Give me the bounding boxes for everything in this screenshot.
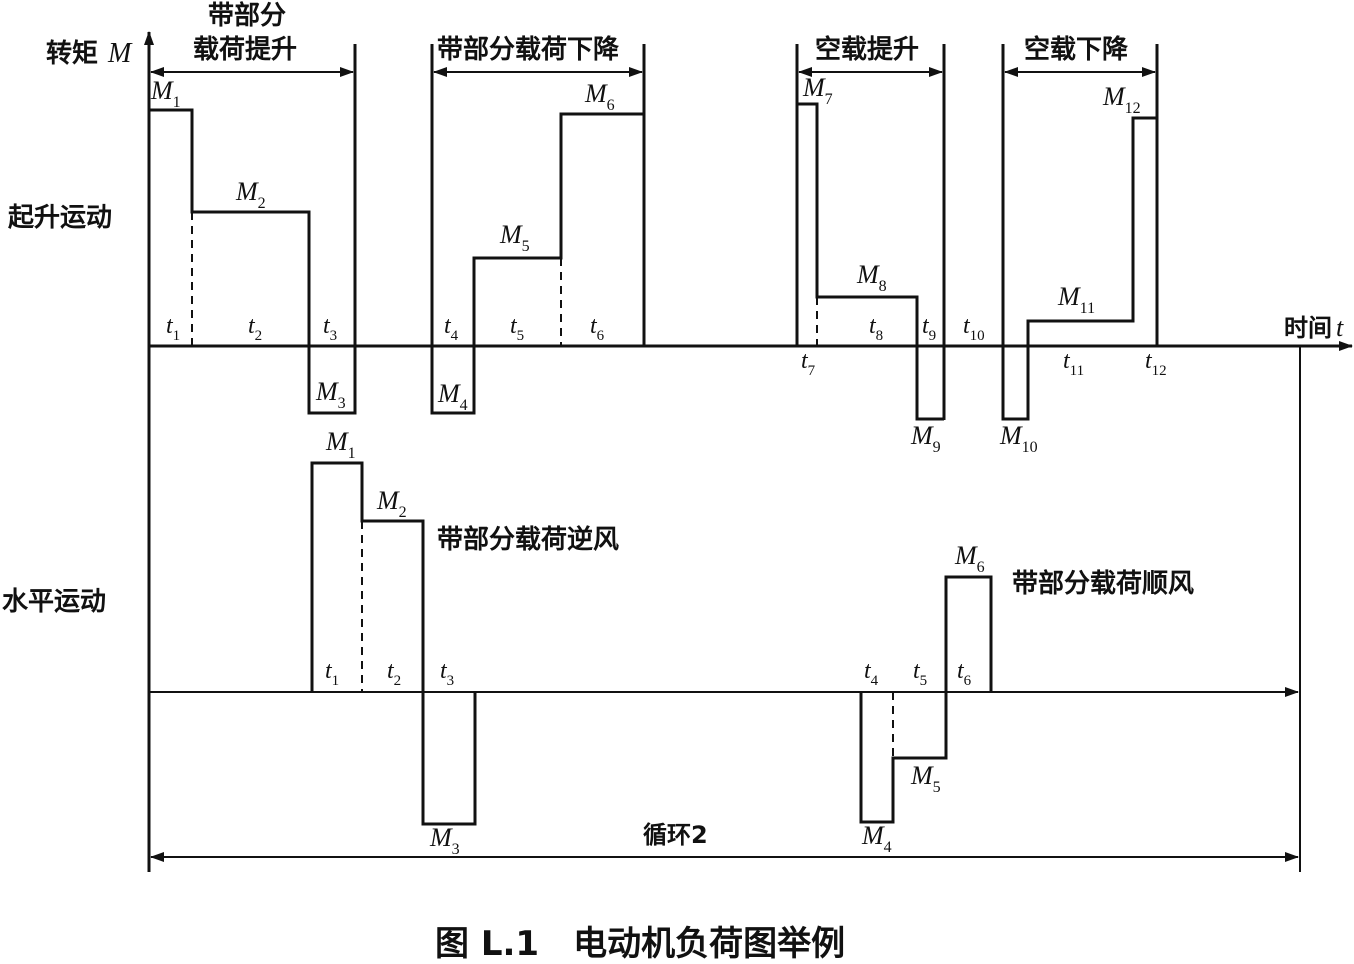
svg-text:M1: M1 (150, 76, 181, 111)
svg-text:M8: M8 (856, 260, 887, 295)
svg-text:t2: t2 (387, 658, 401, 689)
svg-text:M10: M10 (999, 421, 1038, 456)
label-hoist-M1: M1 (150, 76, 181, 111)
svg-text:t8: t8 (869, 313, 883, 344)
label-hoist-t8: t8 (869, 313, 883, 344)
label-horizontal-t5: t5 (913, 658, 927, 689)
note-headwind: 带部分载荷逆风 (437, 524, 619, 555)
label-horizontal-M2: M2 (376, 486, 407, 521)
svg-text:t11: t11 (1063, 348, 1084, 379)
svg-text:t3: t3 (440, 658, 454, 689)
svg-text:M7: M7 (802, 73, 833, 108)
svg-text:M6: M6 (954, 541, 985, 576)
label-horizontal-t2: t2 (387, 658, 401, 689)
section-empty-lower: 空载下降 (1024, 34, 1129, 65)
label-hoist-t12: t12 (1145, 348, 1167, 379)
svg-text:M2: M2 (376, 486, 407, 521)
svg-text:t6: t6 (957, 658, 972, 689)
section-partial-load-lower: 带部分载荷下降 (437, 35, 620, 65)
label-hoist-t3: t3 (323, 313, 337, 344)
y-axis-label-cn: 转矩 (46, 39, 98, 69)
label-hoist-M7: M7 (802, 73, 833, 108)
svg-text:M12: M12 (1102, 82, 1141, 117)
label-hoist-t1: t1 (166, 313, 180, 344)
label-horizontal-t6: t6 (957, 658, 972, 689)
label-hoist-t2: t2 (248, 313, 262, 344)
label-hoist-M11: M11 (1057, 282, 1095, 317)
figure-caption: 图 L.1 电动机负荷图举例 (435, 924, 845, 964)
label-hoist-M8: M8 (856, 260, 887, 295)
svg-text:t9: t9 (922, 313, 936, 344)
svg-text:M1: M1 (325, 427, 356, 462)
svg-text:t7: t7 (801, 348, 816, 379)
horizontal-row-label: 水平运动 (2, 587, 106, 617)
hoist-load-partial-lower (430, 112, 644, 415)
label-hoist-t6: t6 (590, 313, 605, 344)
svg-text:M3: M3 (315, 377, 346, 412)
svg-text:t3: t3 (323, 313, 337, 344)
svg-text:M2: M2 (235, 177, 266, 212)
svg-text:t2: t2 (248, 313, 262, 344)
svg-text:M11: M11 (1057, 282, 1095, 317)
x-axis-label-cn: 时间 (1284, 314, 1332, 342)
label-horizontal-M5: M5 (910, 761, 941, 796)
svg-text:M5: M5 (499, 220, 530, 255)
label-hoist-M9: M9 (910, 421, 941, 456)
label-hoist-M10: M10 (999, 421, 1038, 456)
horizontal-load-tailwind (859, 575, 993, 824)
label-hoist-M12: M12 (1102, 82, 1141, 117)
label-hoist-M3: M3 (315, 377, 346, 412)
label-hoist-M2: M2 (235, 177, 266, 212)
svg-text:t5: t5 (913, 658, 927, 689)
y-axis-label-var: M (107, 38, 133, 69)
label-horizontal-M6: M6 (954, 541, 985, 576)
label-horizontal-M4: M4 (861, 821, 892, 856)
note-tailwind: 带部分载荷顺风 (1012, 569, 1194, 599)
svg-text:M3: M3 (429, 823, 460, 858)
label-hoist-t7: t7 (801, 348, 816, 379)
svg-text:t1: t1 (325, 658, 339, 689)
svg-text:M4: M4 (437, 379, 468, 414)
svg-text:t12: t12 (1145, 348, 1167, 379)
label-hoist-t10: t10 (963, 313, 985, 344)
svg-text:t1: t1 (166, 313, 180, 344)
hoist-load-empty-lower (1001, 116, 1157, 421)
svg-text:M4: M4 (861, 821, 892, 856)
svg-text:t10: t10 (963, 313, 985, 344)
svg-text:M9: M9 (910, 421, 941, 456)
label-horizontal-t3: t3 (440, 658, 454, 689)
label-hoist-t5: t5 (510, 313, 524, 344)
label-horizontal-M1: M1 (325, 427, 356, 462)
label-hoist-M6: M6 (584, 79, 615, 114)
horizontal-load-headwind (310, 461, 477, 826)
label-hoist-t9: t9 (922, 313, 936, 344)
label-hoist-M5: M5 (499, 220, 530, 255)
label-hoist-t11: t11 (1063, 348, 1084, 379)
label-hoist-M4: M4 (437, 379, 468, 414)
x-axis-label-var: t (1336, 313, 1344, 342)
svg-text:M6: M6 (584, 79, 615, 114)
svg-text:t4: t4 (444, 313, 459, 344)
svg-text:t6: t6 (590, 313, 605, 344)
hoist-row-label: 起升运动 (8, 203, 112, 233)
label-hoist-t4: t4 (444, 313, 459, 344)
cycle-label: 循环2 (643, 821, 708, 849)
section-partial-load-lift-line1: 带部分 (208, 1, 286, 31)
section-empty-lift: 空载提升 (815, 34, 919, 65)
svg-text:M5: M5 (910, 761, 941, 796)
label-horizontal-t1: t1 (325, 658, 339, 689)
label-horizontal-t4: t4 (864, 658, 879, 689)
svg-text:t4: t4 (864, 658, 879, 689)
svg-text:t5: t5 (510, 313, 524, 344)
label-horizontal-M3: M3 (429, 823, 460, 858)
section-partial-load-lift-line2: 载荷提升 (193, 35, 297, 65)
hoist-load-partial-lift (149, 44, 357, 415)
